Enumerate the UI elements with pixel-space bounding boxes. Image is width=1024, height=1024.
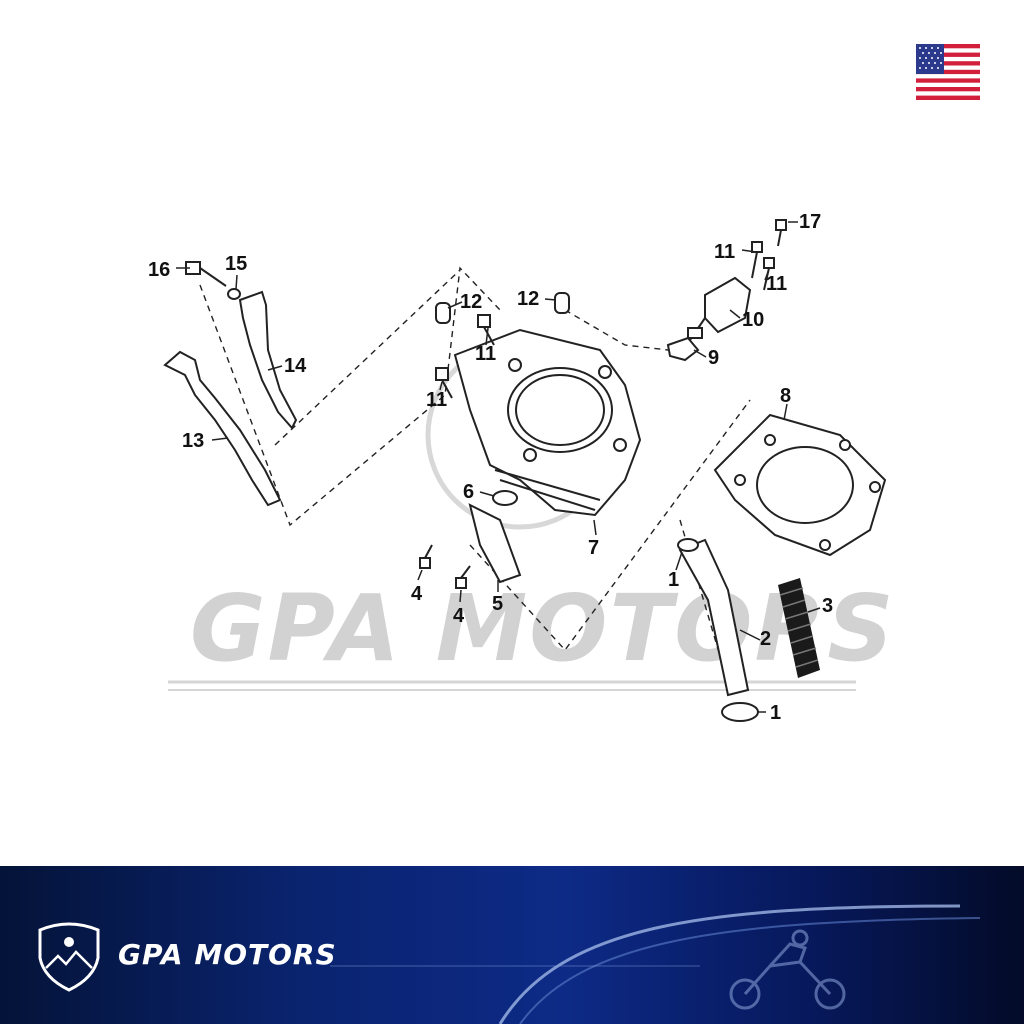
bolt-part-4-a[interactable] <box>419 544 433 569</box>
bolt-part-11-tens-a[interactable] <box>751 241 763 279</box>
callout-labels: 16 15 14 13 12 12 11 11 11 11 17 10 9 8 … <box>148 211 833 724</box>
leader-lines <box>176 221 821 713</box>
dowel-pin-part-12-left[interactable] <box>435 302 451 324</box>
callout-6: 6 <box>463 481 474 503</box>
footer-banner <box>0 866 1024 1024</box>
callout-17: 17 <box>799 211 821 233</box>
callout-9: 9 <box>708 347 719 369</box>
tensioner-gasket-part-9[interactable] <box>666 336 700 362</box>
callout-4-b: 4 <box>453 605 465 627</box>
callout-11-tens-b: 11 <box>766 273 787 295</box>
dowel-pin-part-12-right[interactable] <box>554 292 570 314</box>
callout-1-bottom: 1 <box>770 702 781 724</box>
callout-7: 7 <box>588 537 599 559</box>
hose-part-2[interactable] <box>678 538 750 697</box>
callout-10: 10 <box>742 309 764 331</box>
washer-part-15[interactable] <box>227 288 241 300</box>
bolt-part-11-cyl-b[interactable] <box>435 367 453 399</box>
hose-clamp-part-1-bottom[interactable] <box>721 702 759 722</box>
callout-12-left: 12 <box>460 291 482 313</box>
callout-5: 5 <box>492 593 503 615</box>
o-ring-part-6[interactable] <box>492 490 518 506</box>
callout-14: 14 <box>284 355 307 377</box>
callout-4-a: 4 <box>411 583 423 605</box>
chain-guide-part-13[interactable] <box>163 350 282 507</box>
callout-3: 3 <box>822 595 833 617</box>
callout-8: 8 <box>780 385 791 407</box>
callout-11-cyl-b: 11 <box>426 389 447 411</box>
callout-11-cyl-a: 11 <box>475 343 496 365</box>
callout-2: 2 <box>760 628 771 650</box>
bolt-part-17[interactable] <box>775 219 787 247</box>
cam-chain-tensioner-part-10[interactable] <box>687 276 752 341</box>
gpa-shield-logo-icon[interactable] <box>34 920 104 992</box>
us-flag-icon[interactable] <box>916 44 980 100</box>
bolt-part-16[interactable] <box>185 261 227 287</box>
hose-clamp-part-1-top[interactable] <box>677 538 699 552</box>
callout-16: 16 <box>148 259 170 281</box>
cylinder-block-part-7[interactable] <box>453 328 642 517</box>
callout-1-top: 1 <box>668 569 679 591</box>
bolt-part-11-tens-b[interactable] <box>763 257 775 291</box>
footer-brand-name[interactable]: GPA MOTORS <box>118 938 337 971</box>
motorcycle-rider-icon <box>729 929 846 1010</box>
callout-15: 15 <box>225 253 247 275</box>
cylinder-gasket-part-8[interactable] <box>713 413 887 557</box>
callout-11-tens-a: 11 <box>714 241 735 263</box>
bolt-part-4-b[interactable] <box>455 565 471 589</box>
footer-swoosh-decoration <box>330 904 981 1024</box>
tensioner-arm-part-14[interactable] <box>238 290 298 430</box>
intake-manifold-part-5[interactable] <box>468 503 522 584</box>
callout-13: 13 <box>182 430 204 452</box>
watermark-text: GPA MOTORS <box>190 575 896 682</box>
callout-12-right: 12 <box>517 288 539 310</box>
exploded-parts-diagram: GPA MOTORS <box>148 211 896 724</box>
spring-part-3[interactable] <box>778 578 820 678</box>
bolt-part-11-cyl-a[interactable] <box>477 314 495 346</box>
